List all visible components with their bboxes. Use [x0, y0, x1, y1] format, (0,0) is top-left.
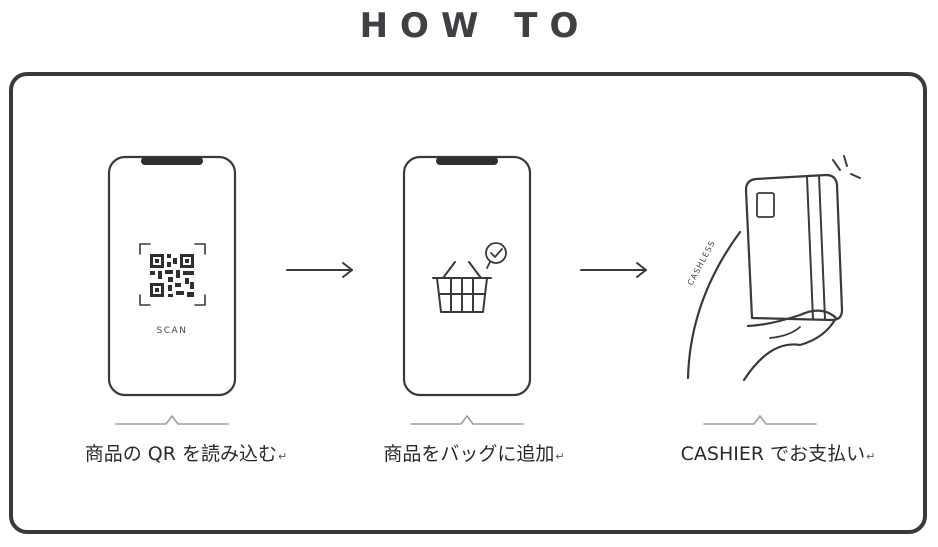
phone-basket-icon [402, 155, 532, 397]
return-mark: ↵ [866, 450, 876, 463]
page-title: HOW TO [359, 6, 591, 46]
scan-label: SCAN [157, 326, 188, 336]
arrow-right-icon [286, 262, 353, 278]
step-1-text: 商品の QR を読み込む [84, 443, 278, 465]
return-mark: ↵ [555, 450, 565, 463]
check-badge-icon [485, 242, 507, 269]
scan-frame-icon [139, 243, 206, 306]
shopping-basket-icon [432, 261, 492, 313]
return-mark: ↵ [278, 450, 288, 463]
step-1-label: 商品の QR を読み込む↵ [85, 439, 287, 466]
sparkle-icon [832, 155, 861, 179]
step-underline [115, 415, 817, 425]
step-3-label: CASHIER でお支払い↵ [681, 439, 876, 466]
credit-card-hand-icon [686, 155, 861, 382]
phone-scan-icon [107, 155, 237, 397]
how-to-panel [9, 72, 927, 534]
arrow-right-icon [580, 262, 647, 278]
step-2-label: 商品をバッグに追加↵ [383, 439, 564, 466]
step-2-text: 商品をバッグに追加 [383, 443, 555, 465]
qr-code-icon [150, 254, 194, 297]
step-3-text: CASHIER でお支払い [680, 443, 866, 465]
